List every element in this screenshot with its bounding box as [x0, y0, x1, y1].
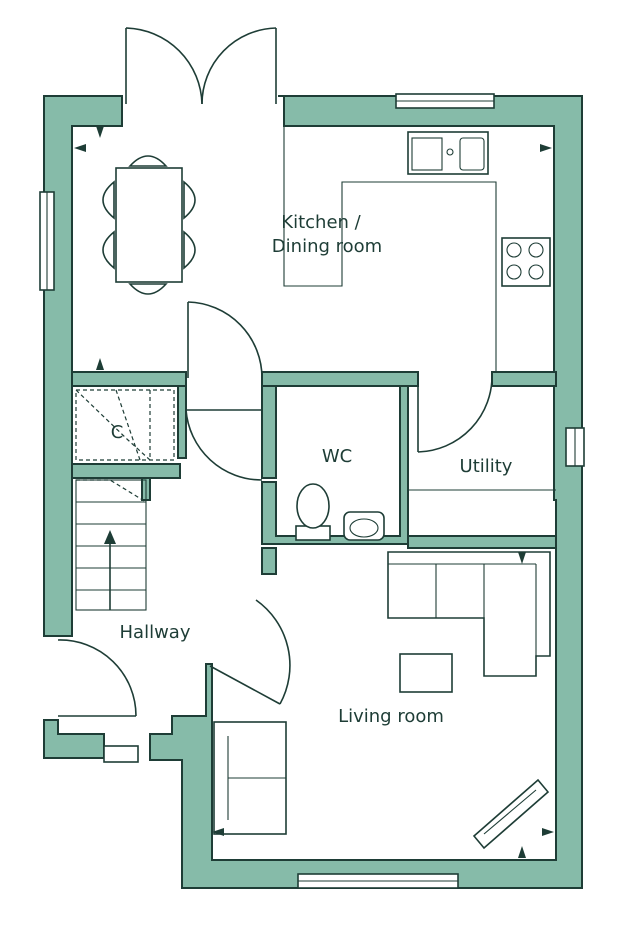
armchair-icon	[213, 721, 287, 835]
wc-label: WC	[322, 446, 352, 467]
window-icon	[39, 93, 585, 889]
sink-icon	[407, 131, 489, 175]
toilet-icon	[295, 483, 331, 541]
coffee-table	[399, 653, 453, 693]
cupboard	[75, 389, 175, 461]
internal-walls	[71, 371, 557, 575]
tv-unit	[472, 778, 550, 850]
door-icon	[57, 27, 493, 717]
chair-icon	[102, 155, 196, 295]
hob-icon	[501, 237, 551, 287]
basin-icon	[343, 511, 385, 541]
stairs-icon	[75, 479, 147, 611]
table-icon	[115, 167, 183, 283]
living-room-label: Living room	[338, 706, 444, 727]
cupboard-label: C	[111, 422, 124, 443]
utility-label: Utility	[460, 456, 513, 477]
sofa-icon	[387, 551, 551, 677]
dimension-arrows	[74, 126, 554, 858]
outer-walls	[43, 95, 583, 889]
dining-label: Dining room	[272, 236, 382, 257]
hallway-label: Hallway	[120, 622, 191, 643]
kitchen-label: Kitchen /	[281, 212, 361, 233]
kitchen-units	[283, 126, 556, 373]
